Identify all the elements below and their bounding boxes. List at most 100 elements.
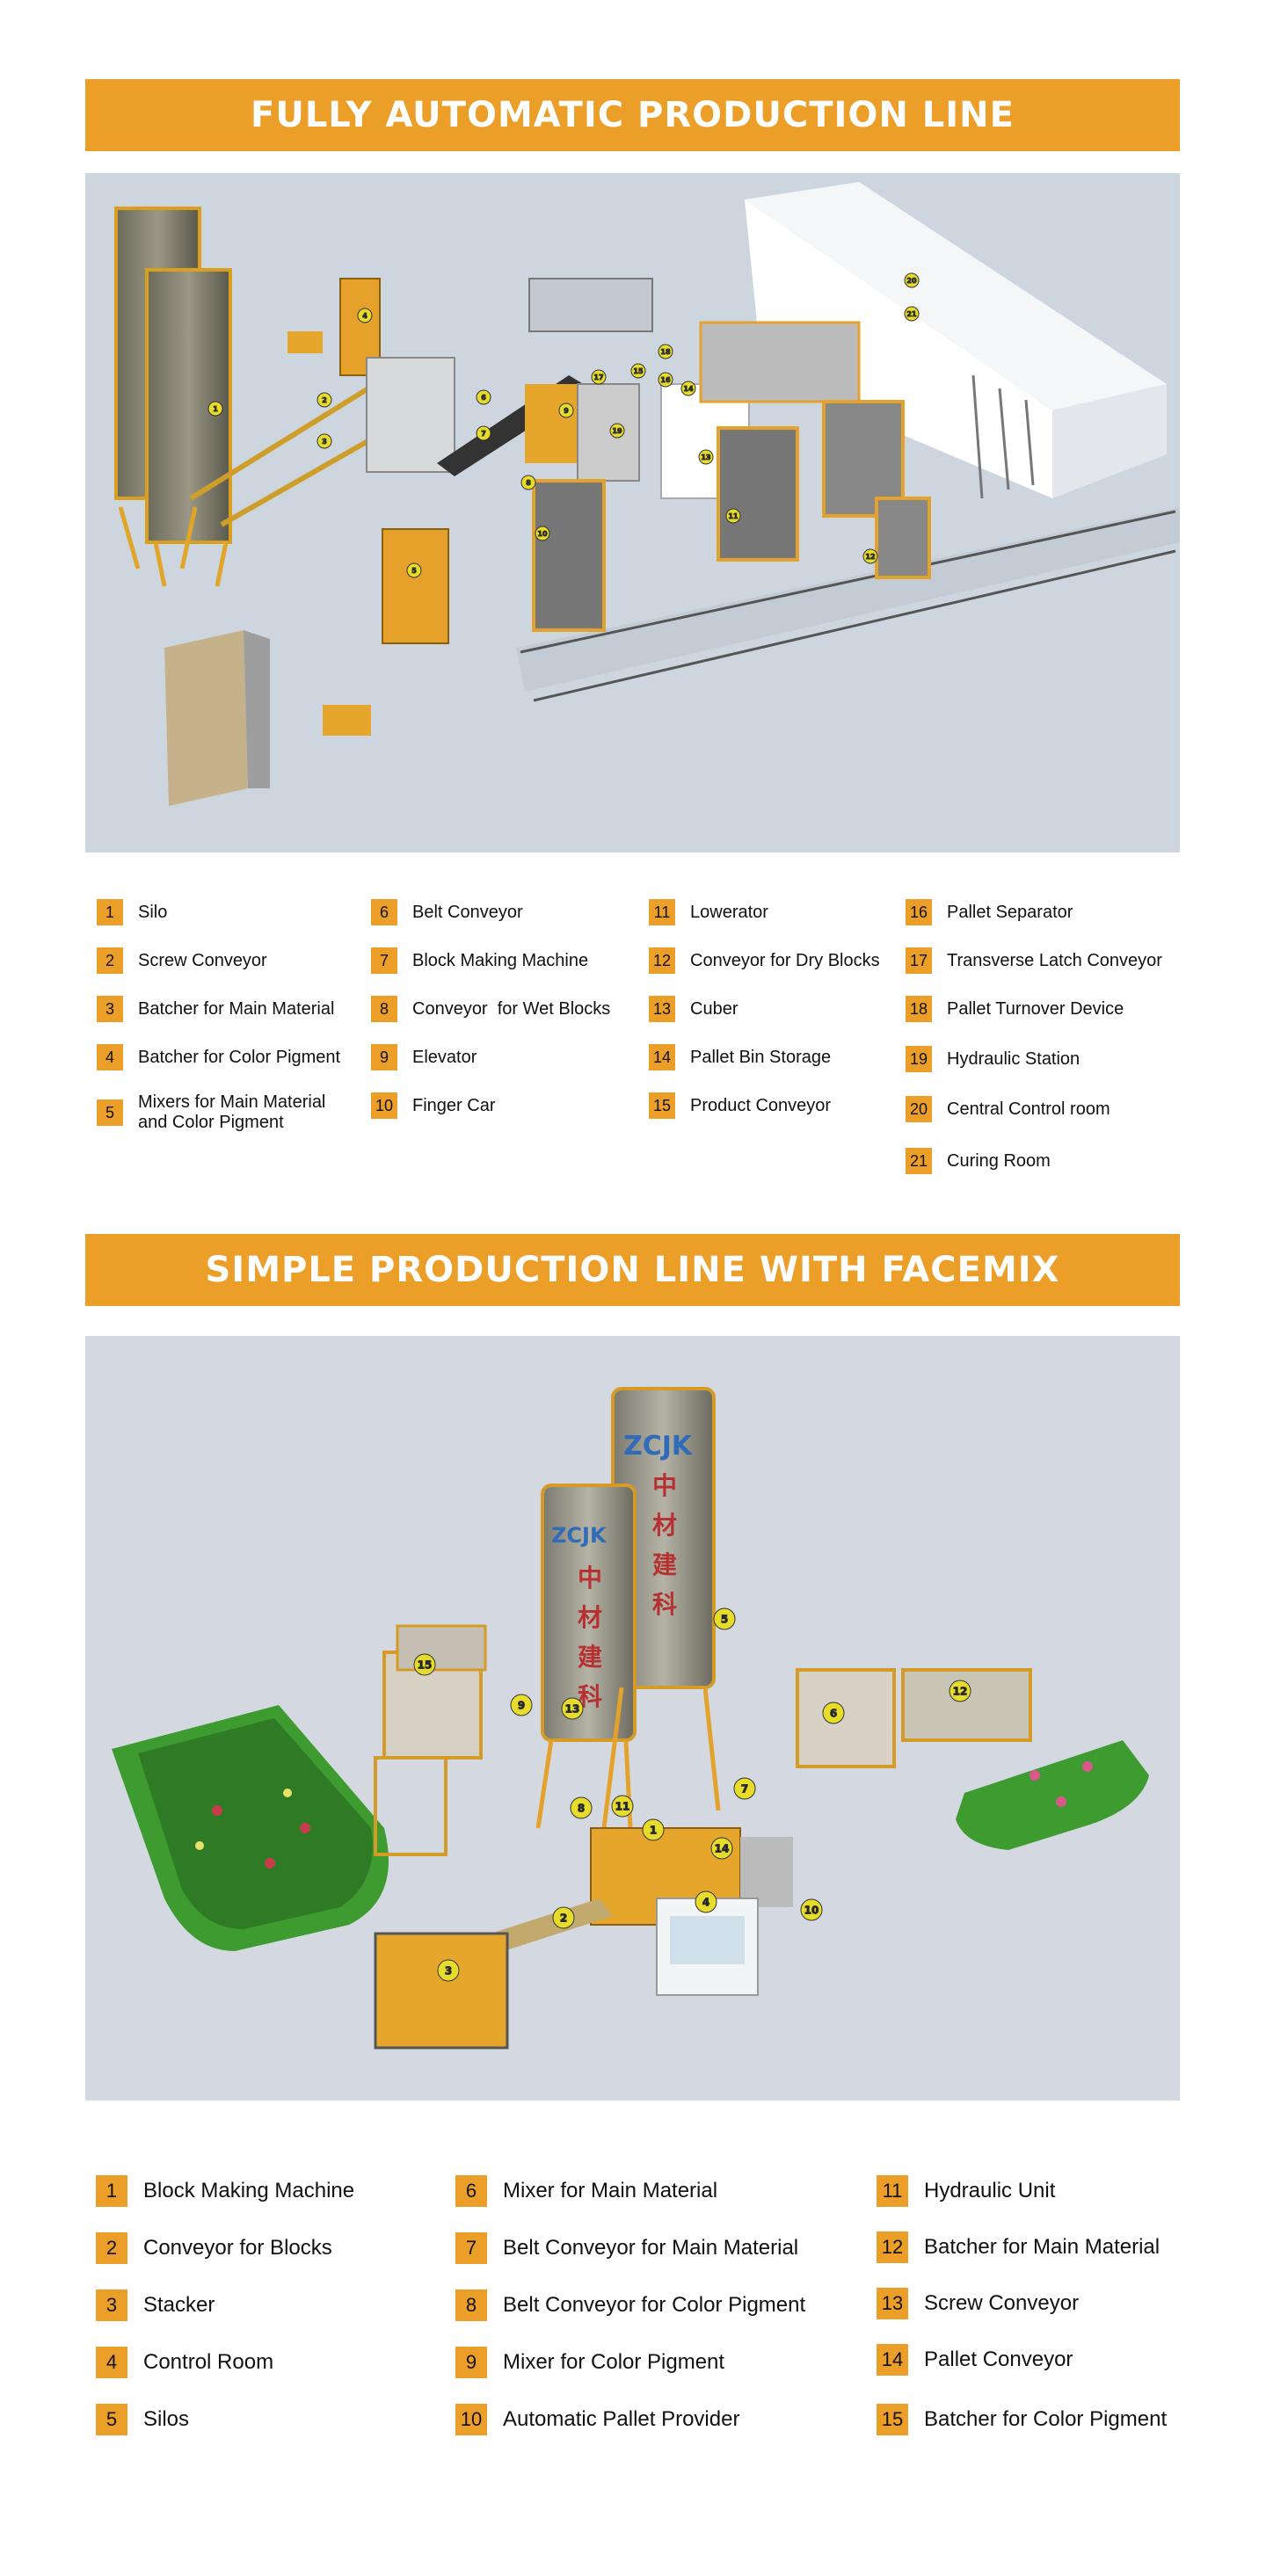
marker-number: 15 bbox=[418, 1658, 433, 1671]
legend1-label: Block Making Machine bbox=[412, 950, 589, 970]
legend2-number: 9 bbox=[455, 2347, 487, 2378]
legend1-number: 20 bbox=[906, 1096, 932, 1122]
garden-right bbox=[956, 1740, 1149, 1850]
marker-number: 19 bbox=[612, 427, 622, 435]
marker-number: 4 bbox=[362, 312, 367, 320]
legend1-item-19: 19 Hydraulic Station bbox=[906, 1046, 1080, 1072]
silo-char-3: 建 bbox=[652, 1550, 677, 1579]
section2-title: SIMPLE PRODUCTION LINE WITH FACEMIX bbox=[205, 1250, 1060, 1290]
legend1-label: Conveyor for Wet Blocks bbox=[412, 998, 611, 1019]
legend2-label: Block Making Machine bbox=[143, 2179, 355, 2202]
marker-number: 9 bbox=[564, 407, 569, 415]
legend2-label: Hydraulic Unit bbox=[924, 2179, 1056, 2202]
legend1-label: Pallet Separator bbox=[947, 902, 1073, 922]
marker-number: 12 bbox=[953, 1685, 968, 1697]
legend1-number: 15 bbox=[649, 1092, 675, 1119]
legend2-label: Belt Conveyor for Main Material bbox=[503, 2236, 799, 2260]
silos bbox=[114, 207, 232, 587]
legend2-label: Pallet Conveyor bbox=[924, 2347, 1073, 2371]
marker-number: 21 bbox=[906, 310, 917, 318]
curing-room bbox=[745, 182, 1167, 499]
legend2-number: 1 bbox=[96, 2175, 127, 2207]
legend1-item-10: 10 Finger Car bbox=[371, 1092, 495, 1119]
legend2-item-8: 8 Belt Conveyor for Color Pigment bbox=[455, 2289, 805, 2321]
legend1-item-17: 17 Transverse Latch Conveyor bbox=[906, 947, 1162, 974]
legend2-item-11: 11 Hydraulic Unit bbox=[877, 2175, 1055, 2207]
legend1-number: 12 bbox=[649, 947, 675, 974]
silo2-char-3: 建 bbox=[578, 1643, 602, 1672]
legend1-label: Central Control room bbox=[947, 1099, 1110, 1119]
legend1-number: 9 bbox=[371, 1044, 397, 1070]
marker-number: 11 bbox=[615, 1800, 630, 1812]
legend1-label: Cuber bbox=[690, 998, 738, 1019]
legend1-item-16: 16 Pallet Separator bbox=[906, 899, 1073, 925]
legend2-number: 12 bbox=[877, 2231, 908, 2263]
legend2-label: Batcher for Main Material bbox=[924, 2235, 1160, 2259]
garden-left bbox=[112, 1705, 389, 1951]
legend2-label: Control Room bbox=[143, 2350, 274, 2374]
legend1-number: 10 bbox=[371, 1092, 397, 1119]
legend1-item-6: 6 Belt Conveyor bbox=[371, 899, 523, 925]
legend2-label: Mixer for Color Pigment bbox=[503, 2350, 725, 2374]
legend1-item-20: 20 Central Control room bbox=[906, 1096, 1110, 1122]
legend2-number: 5 bbox=[96, 2404, 127, 2435]
silo-char-1: 中 bbox=[652, 1471, 677, 1500]
legend1-label: Mixers for Main Material and Color Pigme… bbox=[138, 1092, 326, 1132]
legend1-item-15: 15 Product Conveyor bbox=[649, 1092, 831, 1119]
legend1-label: Finger Car bbox=[412, 1095, 496, 1115]
legend2-number: 13 bbox=[877, 2288, 908, 2319]
legend2-number: 11 bbox=[877, 2175, 908, 2207]
legend1-number: 21 bbox=[906, 1148, 932, 1174]
legend1-item-21: 21 Curing Room bbox=[906, 1148, 1051, 1174]
legend1-label: Belt Conveyor bbox=[412, 902, 523, 922]
marker-number: 5 bbox=[721, 1613, 728, 1625]
legend1-number: 2 bbox=[97, 947, 123, 974]
legend1-item-5: 5 Mixers for Main Material and Color Pig… bbox=[97, 1092, 358, 1133]
marker-number: 3 bbox=[445, 1964, 452, 1977]
legend1-number: 16 bbox=[906, 899, 932, 925]
legend2-item-13: 13 Screw Conveyor bbox=[877, 2288, 1079, 2319]
silo-brand-small: ZCJK bbox=[551, 1523, 608, 1548]
legend1-number: 6 bbox=[371, 899, 397, 925]
legend1-label: Hydraulic Station bbox=[947, 1049, 1080, 1069]
legend1-item-11: 11 Lowerator bbox=[649, 899, 768, 925]
legend1-number: 19 bbox=[906, 1046, 932, 1072]
legend2-item-2: 2 Conveyor for Blocks bbox=[96, 2232, 332, 2264]
legend1-number: 3 bbox=[97, 996, 123, 1022]
marker-number: 8 bbox=[578, 1802, 585, 1814]
legend1-label: Product Conveyor bbox=[690, 1095, 832, 1115]
marker-number: 12 bbox=[865, 553, 875, 561]
legend1-item-14: 14 Pallet Bin Storage bbox=[649, 1044, 831, 1070]
marker-number: 7 bbox=[741, 1782, 748, 1795]
legend2-number: 4 bbox=[96, 2347, 127, 2378]
legend1-item-2: 2 Screw Conveyor bbox=[97, 947, 267, 974]
silos: ZCJK ZCJK 中 材 建 科 中 材 建 科 bbox=[535, 1387, 721, 1829]
legend1-item-4: 4 Batcher for Color Pigment bbox=[97, 1044, 340, 1070]
legend2-item-3: 3 Stacker bbox=[96, 2289, 215, 2321]
legend2-label: Mixer for Main Material bbox=[503, 2179, 718, 2202]
legend1-number: 11 bbox=[649, 899, 675, 925]
marker-number: 1 bbox=[650, 1824, 657, 1836]
legend1-item-1: 1 Silo bbox=[97, 899, 167, 925]
legend2-number: 10 bbox=[455, 2404, 487, 2435]
legend1-item-12: 12 Conveyor for Dry Blocks bbox=[649, 947, 880, 974]
legend2-item-1: 1 Block Making Machine bbox=[96, 2175, 354, 2207]
marker-number: 6 bbox=[481, 394, 486, 402]
legend2-item-12: 12 Batcher for Main Material bbox=[877, 2231, 1160, 2263]
marker-number: 3 bbox=[322, 438, 327, 446]
legend2-item-4: 4 Control Room bbox=[96, 2347, 273, 2378]
legend2-number: 14 bbox=[877, 2344, 908, 2376]
legend2-label: Silos bbox=[143, 2407, 190, 2431]
legend2-item-7: 7 Belt Conveyor for Main Material bbox=[455, 2232, 798, 2264]
legend1-label: Pallet Turnover Device bbox=[947, 998, 1124, 1019]
legend1-number: 18 bbox=[906, 996, 932, 1022]
legend1-label: Pallet Bin Storage bbox=[690, 1047, 832, 1067]
marker-number: 13 bbox=[565, 1702, 580, 1715]
facemix-line-svg: ZCJK ZCJK 中 材 建 科 中 材 建 科 bbox=[112, 1387, 1149, 2050]
marker-number: 4 bbox=[702, 1896, 709, 1908]
legend1-item-9: 9 Elevator bbox=[371, 1044, 477, 1070]
legend1-item-13: 13 Cuber bbox=[649, 996, 738, 1022]
